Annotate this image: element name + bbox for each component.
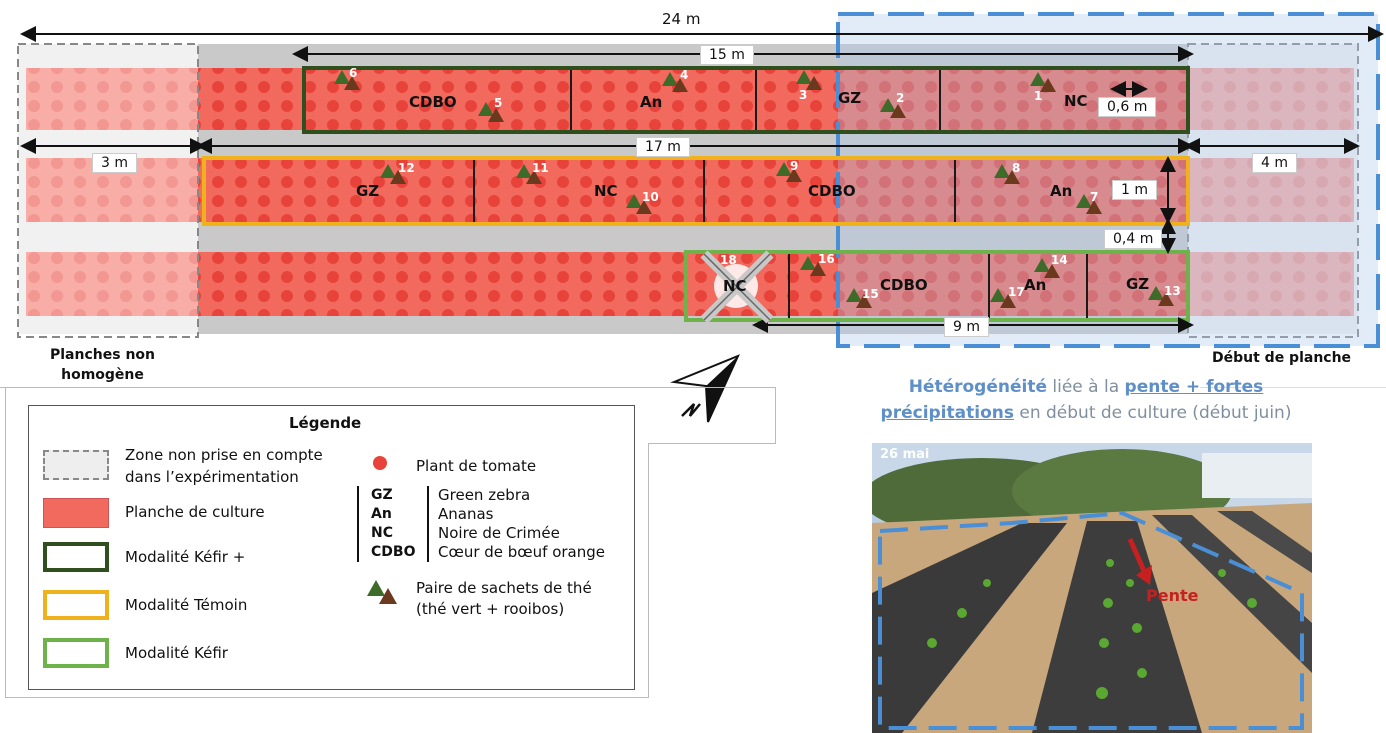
legend-tea: Paire de sachets de thé (thé vert + rooi…	[416, 579, 592, 618]
caption-text: en début de culture (début juin)	[1013, 403, 1292, 423]
start-of-bed-label: Début de planche	[1212, 350, 1352, 366]
tea-num: 11	[532, 161, 549, 175]
tea-num: 14	[1051, 253, 1068, 267]
caption-heterogeneity: Hétérogénéité	[908, 377, 1047, 397]
tomato-plant-icon	[373, 456, 387, 470]
divider	[648, 443, 649, 697]
legend-bed: Planche de culture	[125, 503, 265, 521]
tea-num: 15	[862, 287, 879, 301]
divider	[0, 387, 775, 388]
tea-num: 10	[642, 190, 659, 204]
left-zone-border	[17, 43, 199, 338]
tea-num: 4	[680, 68, 689, 82]
tea-num: 3	[799, 88, 808, 102]
legend-plant: Plant de tomate	[416, 457, 537, 475]
legend-abbr: An	[371, 506, 392, 522]
tea-num: 1	[1034, 89, 1043, 103]
legend-name: Green zebra	[438, 486, 531, 504]
legend-name-list: Green zebra Ananas Noire de Crimée Cœur …	[438, 486, 605, 562]
legend-swatch-zone	[43, 450, 109, 480]
row1-label-cdbo: CDBO	[409, 93, 457, 111]
row1-label-nc: NC	[1064, 92, 1088, 110]
row1-label-an: An	[640, 93, 663, 111]
legend-kefir-plus: Modalité Kéfir +	[125, 548, 246, 566]
legend: Légende Zone non prise en compte dans l’…	[28, 405, 635, 690]
frame-kefir-plus	[302, 66, 1190, 134]
legend-kefir: Modalité Kéfir	[125, 644, 228, 662]
row2-label-gz: GZ	[356, 182, 380, 200]
divider	[648, 443, 776, 444]
dim-kefir: 9 m	[944, 317, 989, 337]
divider	[5, 387, 6, 698]
dim-left-zone: 3 m	[92, 153, 137, 173]
dim-bed-width: 1 m	[1112, 180, 1157, 200]
row3-label-an: An	[1024, 276, 1047, 294]
tea-num: 5	[494, 96, 503, 110]
legend-abbr-list: GZ An NC CDBO	[371, 486, 415, 562]
dim-gap: 0,4 m	[1104, 229, 1163, 249]
dim-kefir-plus: 15 m	[700, 45, 754, 65]
heterogeneity-caption: Hétérogénéité liée à la pente + fortes p…	[846, 374, 1326, 426]
non-homogeneous-label: Planches non homogène	[50, 347, 155, 383]
dim-temoin: 17 m	[636, 137, 690, 157]
legend-swatch-temoin	[43, 590, 109, 620]
legend-bracket	[357, 486, 359, 562]
legend-abbr: NC	[371, 525, 393, 541]
slope-zone-border	[836, 12, 1380, 348]
dim-spacing: 0,6 m	[1098, 97, 1157, 117]
tea-num: 16	[818, 252, 835, 266]
legend-swatch-kefir-plus	[43, 542, 109, 572]
legend-temoin: Modalité Témoin	[125, 596, 248, 614]
legend-bracket	[427, 486, 429, 562]
divider	[775, 387, 776, 443]
photo-slope-label: Pente	[1146, 586, 1199, 605]
legend-abbr: CDBO	[371, 544, 416, 560]
right-zone-border	[1187, 43, 1359, 338]
tea-num: 18	[720, 253, 737, 267]
field-diagram	[17, 12, 1384, 348]
photo-date: 26 mai	[880, 447, 930, 462]
caption-rain: précipitations	[880, 403, 1014, 423]
bed-row-1	[26, 68, 1354, 130]
divider	[5, 697, 649, 698]
caption-slope: pente + fortes	[1124, 377, 1264, 397]
field-photo	[872, 443, 1312, 733]
tea-num: 12	[398, 161, 415, 175]
tea-num: 6	[349, 66, 358, 80]
slope-zone-fill	[838, 14, 1378, 346]
legend-zone: Zone non prise en compte dans l’expérime…	[125, 446, 323, 486]
dim-right-zone: 4 m	[1252, 153, 1297, 173]
tea-bag-pair-icon	[367, 580, 397, 604]
legend-swatch-kefir	[43, 638, 109, 668]
bed-row-3	[26, 252, 1354, 316]
legend-name: Ananas	[438, 505, 494, 523]
row2-label-an: An	[1050, 182, 1073, 200]
divider	[1200, 387, 1386, 388]
legend-abbr: GZ	[371, 487, 393, 503]
tea-num: 2	[896, 91, 905, 105]
legend-title: Légende	[289, 414, 362, 432]
legend-swatch-bed	[43, 498, 109, 528]
tea-num: 13	[1164, 284, 1181, 298]
legend-name: Noire de Crimée	[438, 524, 560, 542]
tea-num: 8	[1012, 161, 1021, 175]
tea-num: 7	[1090, 190, 1099, 204]
tea-num: 17	[1008, 285, 1025, 299]
row2-label-cdbo: CDBO	[808, 182, 856, 200]
row2-label-nc: NC	[594, 182, 618, 200]
frame-temoin	[202, 156, 1190, 226]
row3-label-gz: GZ	[1126, 275, 1150, 293]
caption-text: liée à la	[1046, 377, 1125, 397]
excluded-nc-cross	[700, 250, 774, 324]
row1-label-gz: GZ	[838, 89, 862, 107]
legend-name: Cœur de bœuf orange	[438, 543, 605, 561]
tea-num: 9	[790, 159, 799, 173]
row3-label-nc: NC	[723, 277, 747, 295]
dim-total: 24 m	[662, 10, 701, 28]
row3-label-cdbo: CDBO	[880, 276, 928, 294]
north-arrow-icon	[670, 354, 740, 423]
